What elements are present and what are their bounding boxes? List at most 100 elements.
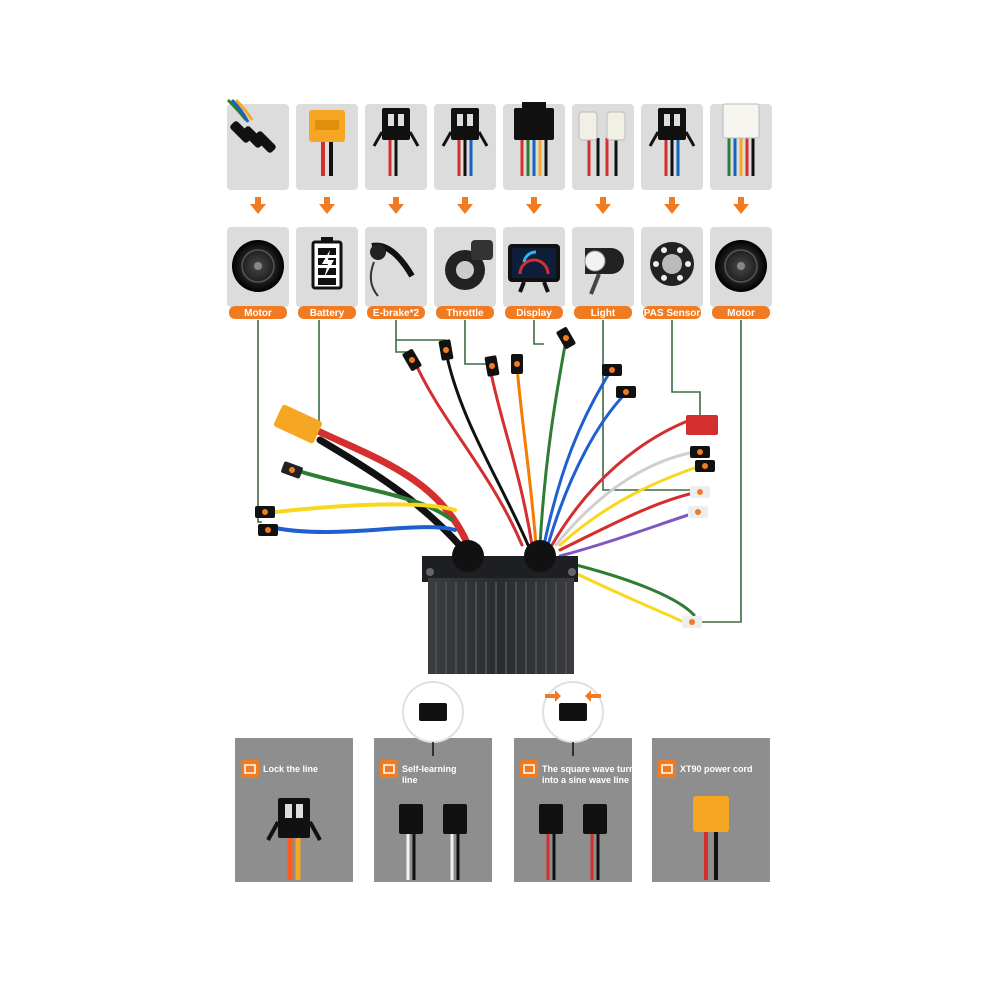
magnifier-bubble: [402, 681, 464, 756]
light-plug-icon: [578, 111, 626, 176]
component-label: Light: [591, 308, 616, 319]
wire: [554, 450, 697, 547]
bullet-connector-icon: [226, 98, 276, 153]
wire: [293, 468, 454, 522]
wire: [273, 525, 457, 534]
feature-text: Self-learning: [402, 764, 457, 774]
component-label: Motor: [244, 308, 272, 319]
thumb-throttle-icon: [445, 240, 493, 290]
wire-plug-icon: [511, 354, 523, 374]
wire: [554, 558, 696, 617]
label-badge: [367, 306, 425, 319]
label-badge: [436, 306, 494, 319]
wire: [444, 350, 530, 547]
2pin-connector-icon: [443, 804, 467, 834]
cable-gland: [524, 540, 556, 572]
component-label: Throttle: [446, 308, 484, 319]
wire-plug-icon: [616, 386, 636, 398]
wave-chart-icon: [520, 760, 538, 778]
component-label: E-brake*2: [373, 308, 420, 319]
xt90-connector-icon: [693, 796, 729, 832]
wire-plug-icon: [258, 524, 278, 536]
component-motor-right: Motor: [710, 103, 772, 319]
component-label: Motor: [727, 308, 755, 319]
2pin-connector-icon: [372, 108, 420, 176]
wire: [558, 490, 700, 552]
leader-line: [257, 320, 262, 523]
label-badge: [643, 306, 701, 319]
wire: [488, 366, 534, 547]
feature-text: XT90 power cord: [680, 764, 753, 774]
wire: [273, 502, 457, 514]
component-ebrake: E-brake*2: [365, 104, 427, 319]
magnifier-icon: [380, 760, 398, 778]
2pin-connector-icon: [399, 804, 423, 834]
wire-plug-icon: [688, 506, 708, 518]
feature-text: line: [402, 775, 418, 785]
down-arrow-icon: [526, 197, 542, 214]
leader-line: [671, 320, 701, 420]
5pin-connector-icon: [514, 102, 554, 176]
wire: [558, 510, 700, 558]
screw-icon: [426, 568, 434, 576]
component-battery: Battery: [296, 104, 358, 319]
hub-motor-icon: [715, 240, 767, 292]
wire-plug-icon: [438, 339, 454, 361]
wire: [538, 338, 568, 547]
3pin-connector-icon: [441, 108, 489, 176]
down-arrow-icon: [388, 197, 404, 214]
battery-icon: [311, 237, 343, 290]
feature-lock: Lock the line: [235, 738, 353, 882]
arrow-left-icon: [585, 690, 601, 702]
component-row: Motor Battery E-brake*2 Throttle Display Ligh…: [226, 98, 772, 319]
2pin-connector-icon: [583, 804, 607, 834]
3pin-connector-icon: [648, 108, 696, 176]
wire-plug-icon: [690, 486, 710, 498]
down-arrow-icon: [595, 197, 611, 214]
xt90-connector-icon: [273, 404, 323, 444]
controller-box: [422, 540, 578, 674]
component-label: PAS Sensor: [644, 308, 701, 319]
hall-plug-icon: [722, 103, 760, 176]
label-badge: [712, 306, 770, 319]
lcd-display-icon: [508, 244, 560, 293]
component-motor-left: Motor: [226, 98, 289, 319]
2pin-connector-icon: [539, 804, 563, 834]
lock-house-icon: [241, 760, 259, 778]
leader-line: [395, 320, 408, 353]
component-tile: [365, 227, 427, 307]
component-display: Display: [503, 102, 565, 319]
leader-line: [533, 320, 544, 345]
wire-harness: [255, 320, 742, 628]
leader-line: [602, 320, 697, 491]
down-arrow-icon: [664, 197, 680, 214]
cable-gland: [452, 540, 484, 572]
wire: [316, 436, 466, 552]
wire-plug-icon: [690, 446, 710, 458]
component-pas: PAS Sensor: [641, 104, 703, 319]
wire-plug-icon: [682, 616, 702, 628]
leader-line: [318, 320, 320, 431]
label-badge: [505, 306, 563, 319]
label-badge: [298, 306, 356, 319]
down-arrow-icon: [733, 197, 749, 214]
feature-text: The square wave turns: [542, 764, 640, 774]
component-label: Display: [516, 308, 552, 319]
feature-panel: [374, 738, 492, 882]
wire: [316, 428, 472, 549]
arrow-right-icon: [545, 690, 561, 702]
wire-plug-icon: [556, 327, 576, 349]
wire: [412, 358, 524, 547]
magnifier-bubble: [542, 681, 604, 756]
label-badge: [574, 306, 632, 319]
wire: [558, 464, 702, 547]
component-label: Battery: [310, 308, 345, 319]
down-arrow-icon: [250, 197, 266, 214]
wire-plug-icon: [602, 364, 622, 376]
down-arrow-icon: [319, 197, 335, 214]
component-throttle: Throttle: [434, 104, 496, 319]
wire: [546, 392, 627, 547]
